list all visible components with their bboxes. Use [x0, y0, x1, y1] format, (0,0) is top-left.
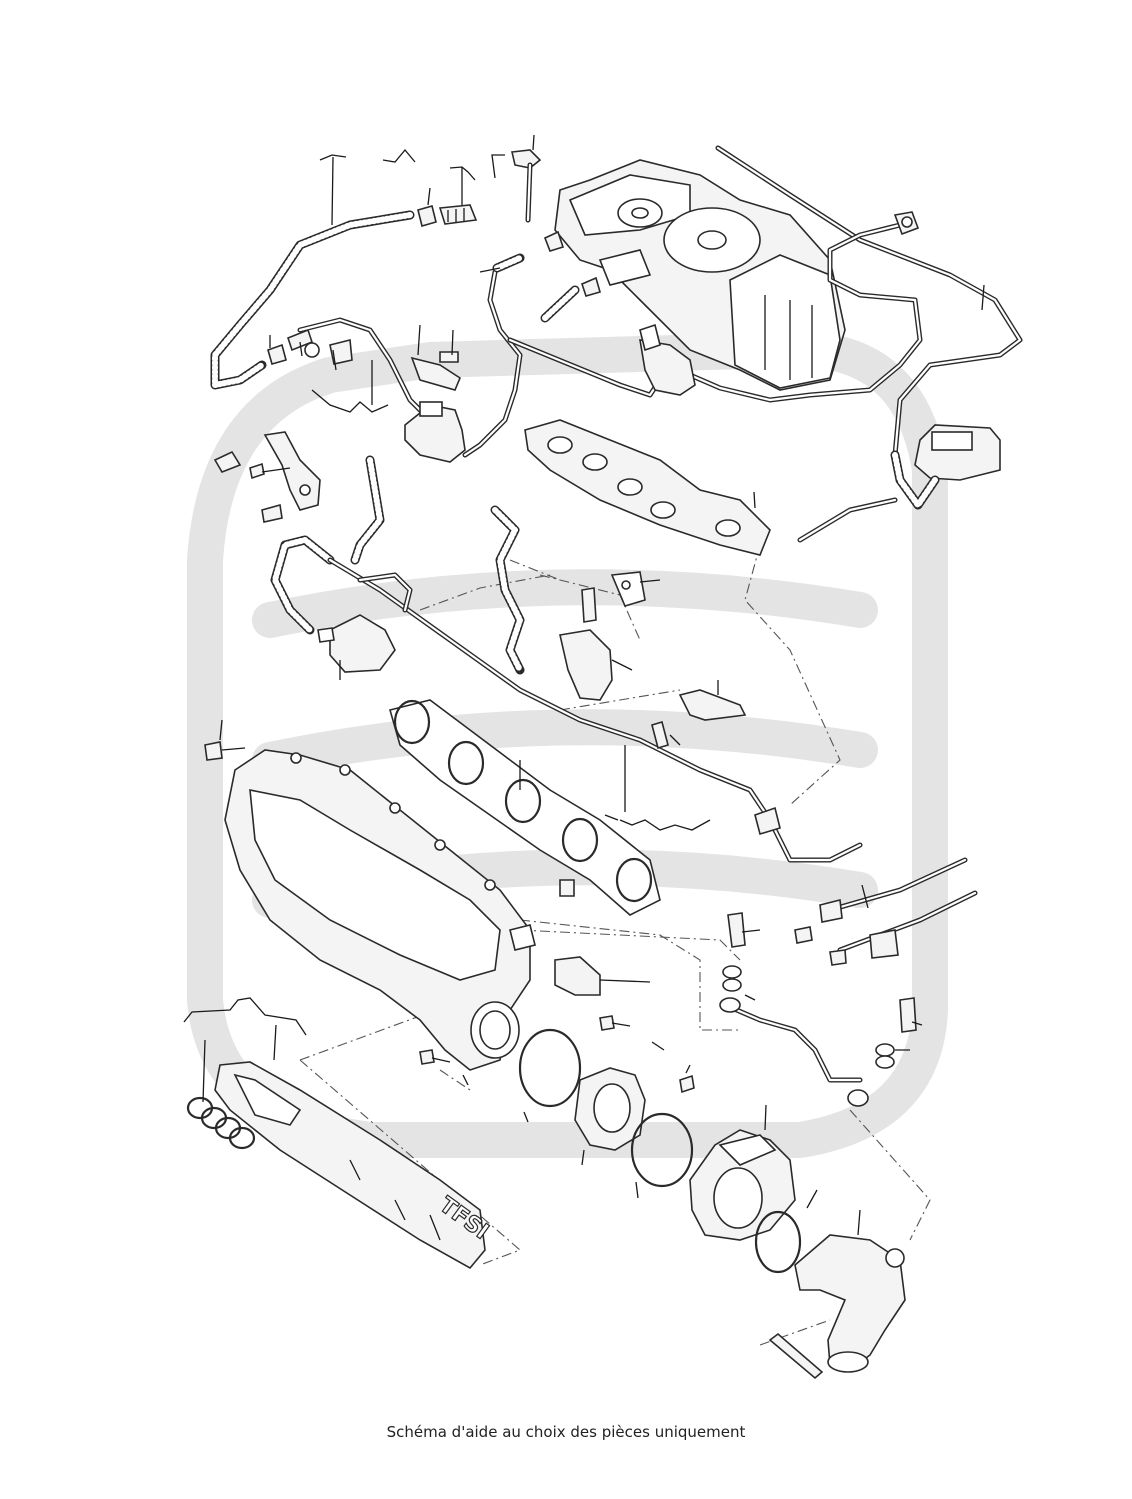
manifold-bolts — [204, 741, 695, 1094]
pressure-valve-center — [559, 571, 646, 701]
breather-hose-upper — [210, 149, 542, 390]
cable-ties-right — [794, 857, 978, 966]
diagram-caption: Schéma d'aide au choix des pièces unique… — [386, 1423, 746, 1441]
throttle-gasket-1 — [518, 1028, 582, 1108]
control-valve-top — [639, 323, 696, 396]
engine-cover: TFSI — [186, 1061, 494, 1270]
hose-separator-valve — [297, 230, 663, 458]
o-ring-throttle — [754, 1210, 802, 1274]
solenoid-valve-right — [797, 424, 1001, 543]
throttle-gasket-2 — [630, 1112, 694, 1188]
intake-manifold — [224, 749, 536, 1071]
intake-elbow — [768, 1234, 906, 1380]
solenoid-valve-upper — [404, 401, 466, 463]
intake-manifold-gasket — [389, 699, 661, 916]
callout-leaders — [183, 134, 985, 1236]
throttle-spacer — [574, 1067, 646, 1151]
clamps-upper-left — [304, 338, 461, 391]
injector-rail — [524, 419, 771, 556]
bracket-left — [213, 431, 321, 523]
manifold-pressure-sensor — [554, 956, 601, 996]
oil-separator — [554, 159, 846, 391]
pressure-valve-left — [317, 614, 396, 673]
coolant-pipe-right — [719, 912, 917, 1107]
throttle-valve-body — [689, 1129, 796, 1241]
hose-mid-left — [270, 455, 525, 675]
vacuum-pipe-mid — [327, 557, 863, 863]
vent-pipe-right — [687, 145, 1023, 458]
sensor-bracket-right — [651, 689, 747, 750]
